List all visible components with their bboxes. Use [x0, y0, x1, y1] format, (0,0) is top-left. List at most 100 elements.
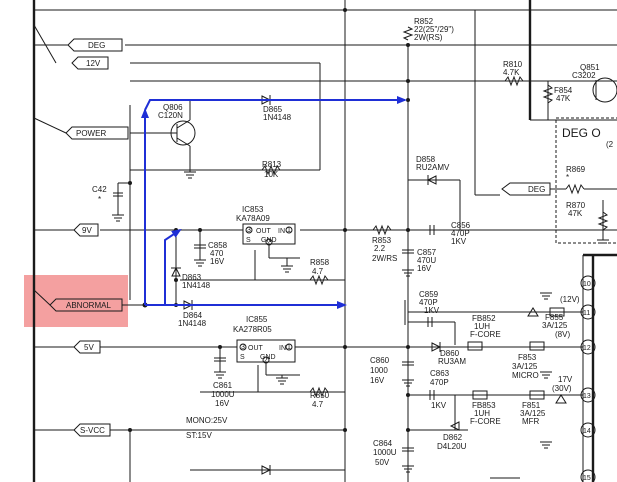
svg-text:FB853: FB853	[472, 401, 496, 410]
svg-text:C42: C42	[92, 185, 107, 194]
svg-text:C120N: C120N	[158, 111, 183, 120]
svg-text:R853: R853	[372, 236, 392, 245]
note-st: ST:15V	[186, 431, 212, 440]
svg-text:*: *	[98, 195, 101, 204]
abnormal-highlight	[24, 275, 128, 327]
svg-text:4.7K: 4.7K	[503, 68, 520, 77]
svg-text:3: 3	[241, 344, 245, 351]
conn-power-label: POWER	[76, 129, 106, 138]
svg-text:F855: F855	[545, 313, 564, 322]
left-connectors	[33, 24, 145, 437]
svg-text:OUT: OUT	[248, 345, 264, 352]
svg-text:470P: 470P	[430, 378, 449, 387]
svg-text:16V: 16V	[370, 376, 385, 385]
svg-text:2.2: 2.2	[374, 244, 386, 253]
svg-text:R810: R810	[503, 60, 523, 69]
svg-text:2W/RS: 2W/RS	[372, 254, 397, 263]
svg-text:D863: D863	[182, 273, 202, 282]
conn-svcc-label: S-VCC	[80, 426, 105, 435]
component-labels: R852 22(25"/29") 2W(RS) R810 4.7K Q851 C…	[92, 17, 600, 467]
deg-arrow-label: DEG	[528, 185, 545, 194]
svg-text:C858: C858	[208, 241, 228, 250]
svg-text:(8V): (8V)	[555, 330, 570, 339]
deg-output-box	[555, 117, 617, 244]
svg-text:Q806: Q806	[163, 103, 183, 112]
svg-text:1000: 1000	[370, 366, 388, 375]
svg-text:F-CORE: F-CORE	[470, 330, 501, 339]
svg-text:OUT: OUT	[256, 228, 272, 235]
svg-text:3A/125: 3A/125	[520, 409, 546, 418]
svg-text:47K: 47K	[568, 209, 583, 218]
svg-text:D862: D862	[443, 433, 463, 442]
svg-text:D860: D860	[440, 349, 460, 358]
pin-12: 12	[583, 345, 591, 352]
svg-text:2: 2	[267, 239, 271, 246]
svg-text:1UH: 1UH	[474, 409, 490, 418]
svg-text:GND: GND	[261, 237, 277, 244]
deg-box-sub: (2	[606, 140, 614, 149]
ic855-regulator	[236, 339, 296, 363]
conn-abnormal-label: ABNORMAL	[66, 301, 111, 310]
svg-text:*: *	[566, 173, 569, 182]
svg-text:470P: 470P	[419, 298, 438, 307]
svg-text:3A/125: 3A/125	[512, 362, 538, 371]
svg-text:10K: 10K	[264, 170, 279, 179]
svg-text:1000U: 1000U	[373, 448, 397, 457]
svg-text:16V: 16V	[210, 257, 225, 266]
deg-box-title: DEG O	[562, 126, 601, 140]
svg-text:C861: C861	[213, 381, 233, 390]
svg-text:R858: R858	[310, 258, 330, 267]
svg-text:GND: GND	[260, 354, 276, 361]
pin-15: 15	[583, 475, 591, 482]
svg-text:47K: 47K	[556, 94, 571, 103]
svg-text:MFR: MFR	[522, 417, 540, 426]
svg-text:S: S	[240, 354, 245, 361]
svg-text:470: 470	[210, 249, 224, 258]
svg-text:17V: 17V	[558, 375, 573, 384]
svg-text:FB852: FB852	[472, 314, 496, 323]
svg-text:D4L20U: D4L20U	[437, 442, 467, 451]
svg-text:4.7: 4.7	[312, 267, 324, 276]
svg-text:Q851: Q851	[580, 63, 600, 72]
connector-pins: 10 11 12 13 14 15	[580, 275, 596, 482]
svg-text:4.7: 4.7	[312, 400, 324, 409]
svg-text:1KV: 1KV	[424, 306, 440, 315]
svg-text:470P: 470P	[451, 229, 470, 238]
svg-text:D865: D865	[263, 105, 283, 114]
pin-13: 13	[583, 393, 591, 400]
svg-text:IN: IN	[279, 345, 286, 352]
svg-text:1N4148: 1N4148	[182, 281, 211, 290]
svg-text:KA78A09: KA78A09	[236, 214, 270, 223]
note-mono: MONO:25V	[186, 416, 228, 425]
svg-text:C856: C856	[451, 221, 471, 230]
pin-10: 10	[583, 281, 591, 288]
svg-text:2: 2	[264, 357, 268, 364]
svg-text:2W(RS): 2W(RS)	[414, 33, 443, 42]
svg-text:R869: R869	[566, 165, 586, 174]
svg-text:C863: C863	[430, 369, 450, 378]
svg-text:1UH: 1UH	[474, 322, 490, 331]
svg-text:1KV: 1KV	[431, 401, 447, 410]
svg-text:KA278R05: KA278R05	[233, 325, 272, 334]
svg-text:(12V): (12V)	[560, 295, 580, 304]
svg-text:22(25"/29"): 22(25"/29")	[414, 25, 454, 34]
svg-text:(30V): (30V)	[552, 384, 572, 393]
conn-9v-label: 9V	[82, 226, 92, 235]
svg-text:C857: C857	[417, 248, 437, 257]
svg-text:R870: R870	[566, 201, 586, 210]
ic-pin-labels: OUT IN GND S 3 2 1 OUT IN GND S 3 2 1	[240, 227, 291, 364]
svg-text:C860: C860	[370, 356, 390, 365]
svg-text:3: 3	[247, 227, 251, 234]
blue-signal-arrows	[141, 96, 407, 309]
svg-text:C864: C864	[373, 439, 393, 448]
svg-text:D858: D858	[416, 155, 436, 164]
svg-text:S: S	[246, 237, 251, 244]
svg-text:IC855: IC855	[246, 315, 268, 324]
pin-11: 11	[583, 310, 590, 317]
svg-text:1: 1	[287, 227, 291, 234]
svg-text:16V: 16V	[417, 264, 432, 273]
svg-text:1000U: 1000U	[211, 390, 235, 399]
svg-text:50V: 50V	[375, 458, 390, 467]
svg-text:R850: R850	[310, 391, 330, 400]
conn-12v-label: 12V	[86, 59, 101, 68]
